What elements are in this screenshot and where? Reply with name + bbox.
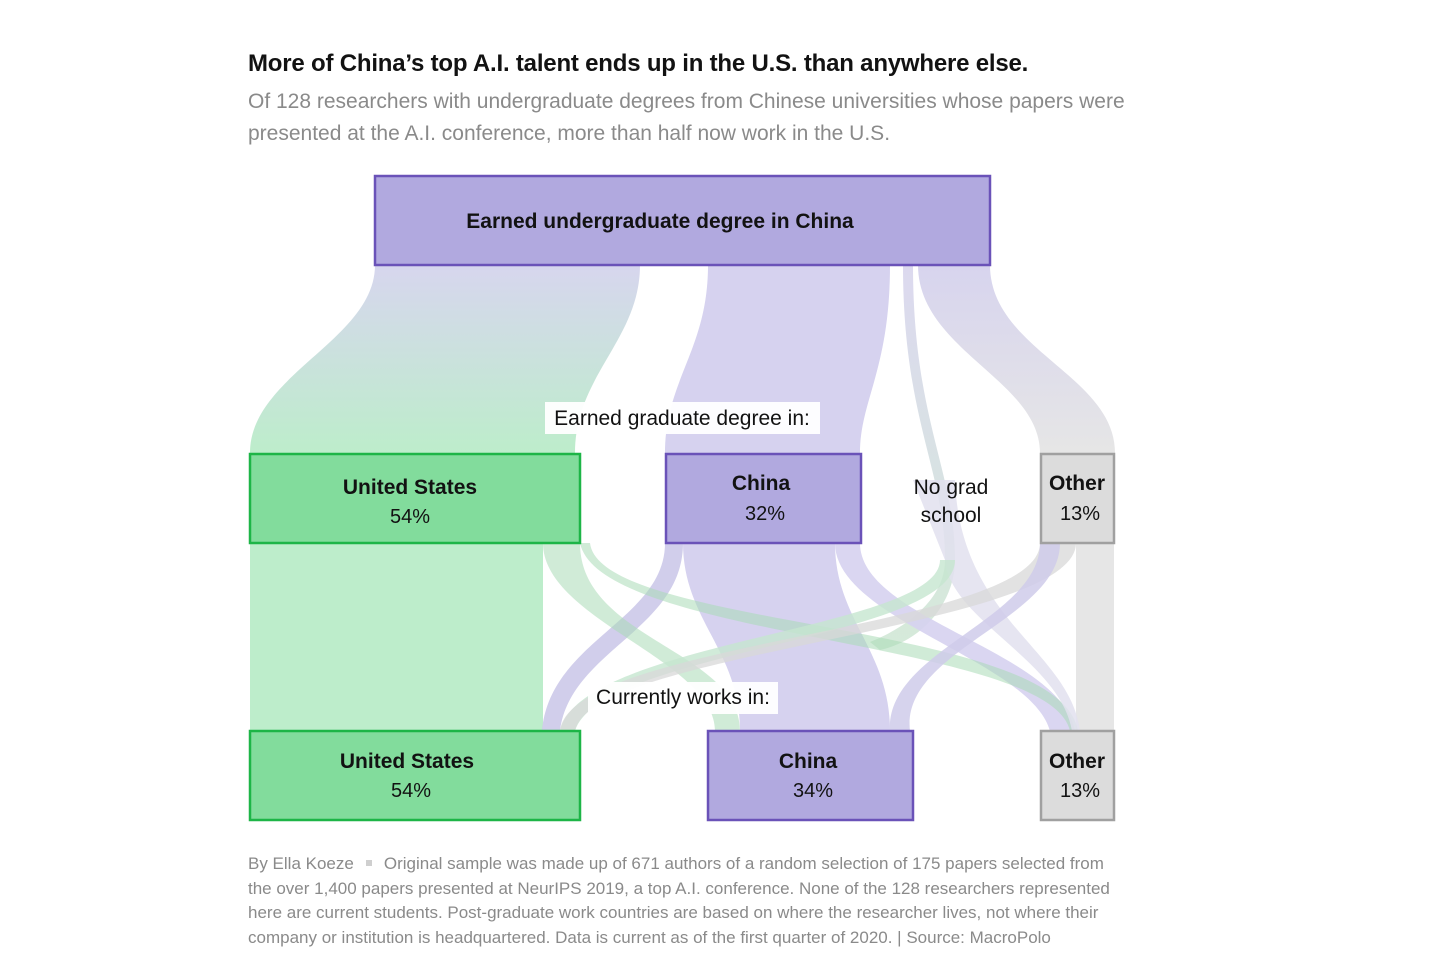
grad-heading-bg — [545, 402, 820, 434]
flow-undergrad-nograd — [870, 265, 955, 650]
headline: More of China’s top A.I. talent ends up … — [248, 50, 1029, 77]
node-work-us — [248, 729, 582, 822]
byline: By Ella Koeze — [248, 854, 354, 873]
flow-undergrad-to-us — [250, 265, 640, 453]
node-work-china — [706, 729, 915, 822]
node-grad-other-pct: 13% — [1060, 503, 1100, 525]
node-grad-us-name: United States — [343, 476, 477, 499]
node-grad-other-name: Other — [1049, 472, 1105, 495]
flow-other-to-other — [1076, 543, 1114, 731]
work-heading-bg — [588, 682, 778, 714]
work-heading: Currently works in: — [596, 686, 770, 709]
node-grad-other — [1039, 452, 1116, 545]
subhead: Of 128 researchers with undergraduate de… — [248, 90, 1125, 145]
node-nograd-line1: No grad — [914, 476, 989, 499]
node-work-us-name: United States — [340, 750, 474, 773]
node-work-other-pct: 13% — [1060, 780, 1100, 802]
node-work-china-name: China — [779, 750, 838, 773]
grad-heading: Earned graduate degree in: — [554, 407, 810, 430]
node-undergrad-label: Earned undergraduate degree in China — [466, 210, 854, 233]
node-nograd-line2: school — [921, 504, 982, 527]
node-grad-us — [248, 452, 582, 545]
node-work-other — [1039, 729, 1116, 822]
flow-undergrad-to-other — [918, 265, 1115, 453]
flow-us-to-us — [250, 543, 543, 731]
node-work-us-pct: 54% — [391, 780, 431, 802]
node-undergrad-china — [373, 174, 992, 267]
methodology-note: Original sample was made up of 671 autho… — [248, 854, 1110, 947]
node-grad-china — [664, 452, 863, 545]
node-grad-china-pct: 32% — [745, 503, 785, 525]
node-grad-china-name: China — [732, 472, 791, 495]
flow-china-to-us — [542, 543, 683, 731]
node-grad-us-pct: 54% — [390, 506, 430, 528]
flow-other-to-us — [560, 543, 1076, 731]
separator-dot — [365, 860, 372, 867]
node-work-other-name: Other — [1049, 750, 1105, 773]
flow-nograd-to-other — [913, 480, 1080, 731]
node-work-china-pct: 34% — [793, 780, 833, 802]
flow-other-to-china — [889, 543, 1060, 731]
